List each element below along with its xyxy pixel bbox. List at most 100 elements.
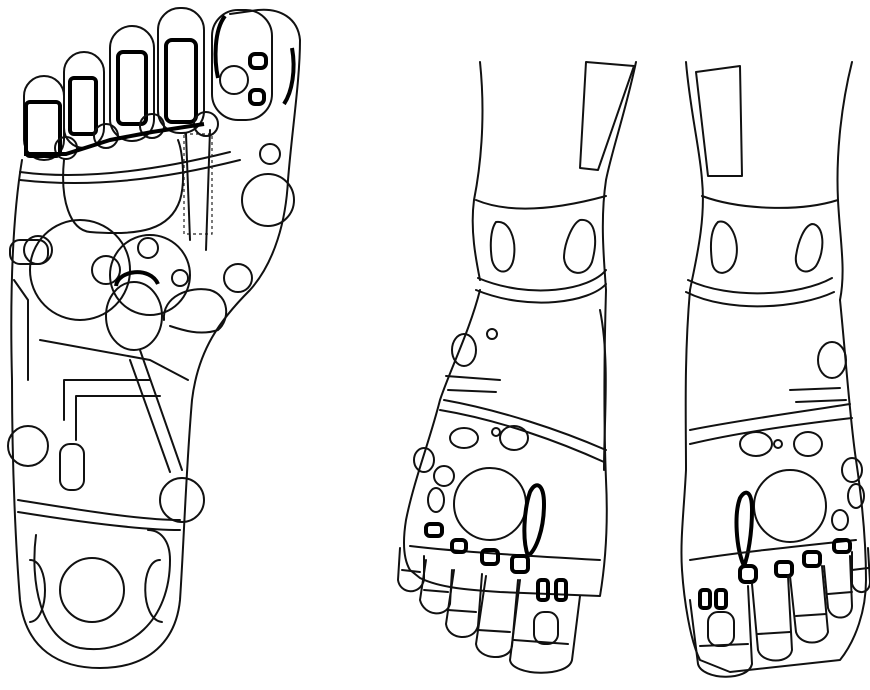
- right-foot-top-view: [681, 62, 870, 677]
- sole-pancreas-zone: [92, 256, 120, 284]
- left-foot-dot-b: [492, 428, 500, 436]
- sole-bladder-zone: [60, 444, 84, 490]
- sole-colon-bend: [64, 380, 160, 440]
- left-foot-band-1: [444, 400, 606, 450]
- right-foot-spot-1: [740, 566, 756, 582]
- sole-kidney-zone: [106, 282, 162, 350]
- sole-liver-zone: [30, 220, 130, 320]
- left-foot-lymph-zone: [454, 468, 526, 540]
- sole-view: [8, 8, 300, 668]
- left-malleolus-inner: [491, 222, 515, 272]
- right-foot-zone-d: [842, 458, 862, 482]
- right-foot-inner-stroke: [790, 388, 846, 402]
- right-leg-outline-left: [686, 62, 703, 290]
- sole-left-hip: [8, 426, 48, 466]
- right-ankle-band-1: [688, 278, 832, 293]
- left-foot-toe-2-nail: [478, 630, 510, 632]
- right-foot-toe-4-nail: [828, 592, 852, 594]
- left-foot-dot-a: [487, 329, 497, 339]
- right-foot-toe-2: [752, 576, 792, 661]
- left-foot-spot-4: [512, 556, 528, 572]
- right-foot-lymph-zone: [754, 470, 826, 542]
- sole-heel-side-right: [145, 560, 162, 622]
- right-ankle-outline: [702, 196, 838, 208]
- sole-toes: [24, 8, 294, 160]
- sole-colon-zone: [164, 289, 226, 332]
- left-foot-breast-thick: [524, 485, 544, 556]
- right-foot-toe-4: [824, 556, 852, 618]
- right-malleolus-inner: [711, 222, 737, 273]
- left-foot-inner-stroke: [446, 376, 500, 392]
- left-foot-spot-6: [556, 580, 566, 600]
- left-foot-toe-5-nail: [402, 570, 420, 572]
- right-foot-breast-thick: [737, 493, 752, 566]
- right-foot-zone-c: [794, 432, 822, 456]
- left-foot-zone-e: [434, 466, 454, 486]
- sole-small-circle-b: [172, 270, 188, 286]
- left-ankle-band-2: [476, 284, 606, 303]
- left-foot-zone-c: [500, 426, 528, 450]
- sole-toe-2-thick: [166, 40, 196, 122]
- left-foot-toe-4-nail: [424, 590, 448, 592]
- left-foot-spot-2: [452, 540, 466, 552]
- big-toe-spot-1: [250, 54, 266, 68]
- right-foot-band-1: [690, 404, 850, 430]
- sole-zones: [8, 130, 294, 649]
- sole-pelvic-zone: [60, 558, 124, 622]
- sole-outer-edge-line: [14, 280, 28, 380]
- right-foot-spot-4: [834, 540, 850, 552]
- left-ankle-band-1: [478, 270, 606, 290]
- left-leg-outline-left: [473, 62, 483, 280]
- right-foot-spot-5: [700, 590, 710, 608]
- left-foot-outline: [404, 290, 607, 596]
- sole-heel-line-2: [18, 512, 180, 530]
- toe-base-thick-line: [24, 124, 204, 154]
- big-toe-spot-2: [250, 90, 264, 104]
- right-malleolus-outer: [796, 224, 823, 271]
- right-foot-toe-3: [790, 566, 828, 643]
- left-malleolus-outer: [564, 220, 595, 273]
- sole-transverse-colon: [40, 340, 188, 380]
- right-foot-toe-3-nail: [796, 614, 826, 616]
- right-foot-spot-6: [716, 590, 726, 608]
- big-toe-right-thick: [284, 48, 294, 104]
- left-leg-outline-right: [603, 62, 636, 290]
- left-foot-spot-1: [426, 524, 442, 536]
- left-foot-toe-line: [410, 546, 600, 560]
- big-toe-thick-mark: [216, 16, 225, 78]
- right-tibia-band: [696, 66, 742, 176]
- sole-spine-line-2: [206, 130, 210, 250]
- sole-small-circle-c: [138, 238, 158, 258]
- sole-ureter-line: [140, 350, 182, 470]
- right-foot-spot-3: [804, 552, 820, 566]
- sole-spleen-zone: [224, 264, 252, 292]
- left-foot-big-toe-inner: [534, 612, 558, 644]
- big-toe-circle: [220, 66, 248, 94]
- sole-toe-3-thick: [118, 52, 146, 124]
- sole-spine-line: [186, 134, 190, 240]
- left-foot-band-2: [440, 410, 604, 462]
- right-foot-big-toe-inner: [708, 612, 734, 646]
- left-foot-zone-b: [450, 428, 478, 448]
- left-foot-zone-d: [428, 488, 444, 512]
- right-foot-zone-a: [818, 342, 846, 378]
- sole-sciatic-zone: [34, 530, 170, 649]
- right-foot-zone-f: [832, 510, 848, 530]
- left-foot-toe-3-nail: [448, 610, 476, 612]
- right-foot-toe-line: [690, 540, 856, 560]
- left-tibia-band: [580, 62, 634, 170]
- right-foot-toe-2-nail: [758, 632, 790, 634]
- sole-right-hip: [160, 478, 204, 522]
- sole-small-zone: [260, 144, 280, 164]
- left-foot-top-view: [398, 62, 636, 673]
- right-foot-spot-2: [776, 562, 792, 576]
- left-foot-spot-5: [538, 580, 548, 600]
- right-foot-dot-a: [774, 440, 782, 448]
- right-leg-outline-right: [838, 62, 852, 300]
- left-ankle-outline: [476, 196, 606, 209]
- right-foot-outline: [681, 290, 866, 672]
- sole-toe-4-thick: [70, 78, 96, 134]
- sole-heel-line: [18, 500, 180, 520]
- right-foot-zone-b: [740, 432, 772, 456]
